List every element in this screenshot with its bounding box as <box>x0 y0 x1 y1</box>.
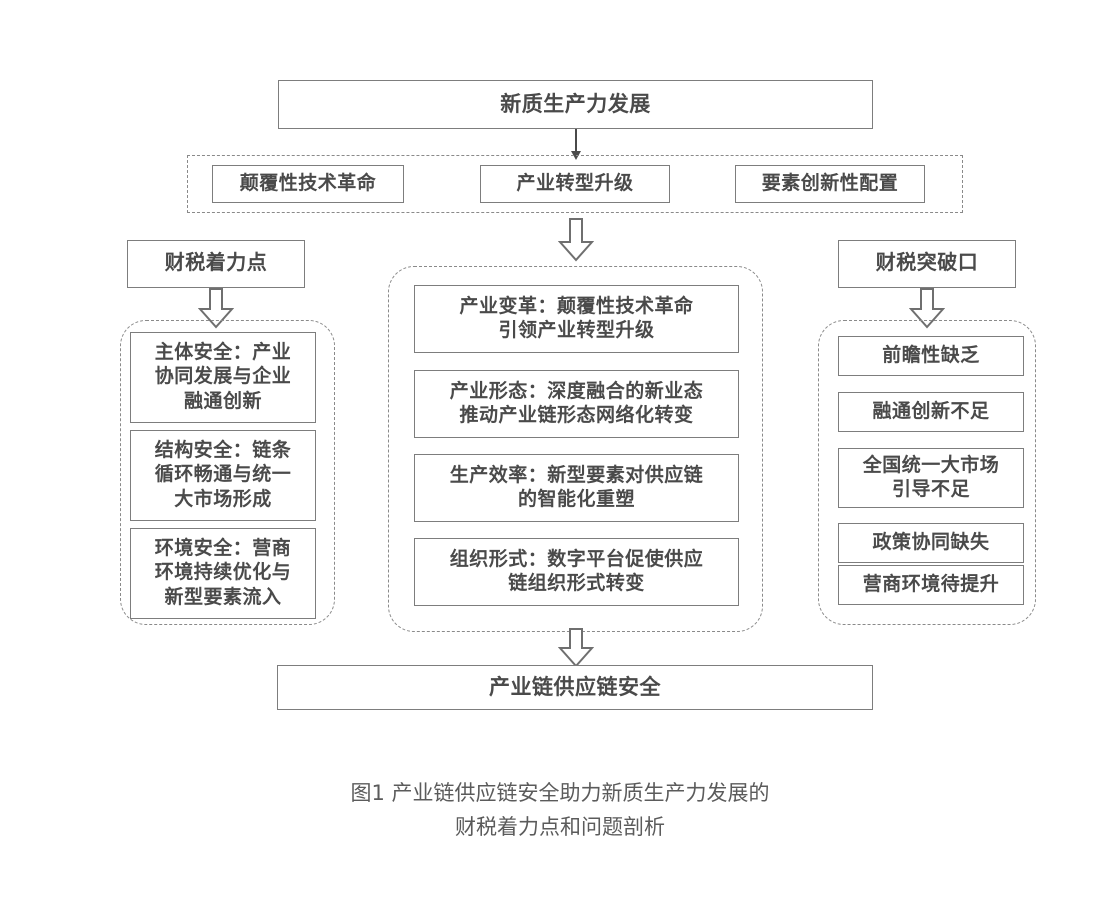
top-node-label: 新质生产力发展 <box>500 92 651 117</box>
right-item-box-2: 全国统一大市场 引导不足 <box>838 448 1024 508</box>
left-item-label-2: 环境安全：营商 环境持续优化与 新型要素流入 <box>154 538 292 608</box>
right-item-box-3: 政策协同缺失 <box>838 523 1024 563</box>
driver-label-1: 产业转型升级 <box>516 172 634 194</box>
arrow-drivers-to-center <box>558 218 594 262</box>
left-item-box-0: 主体安全：产业 协同发展与企业 融通创新 <box>130 332 316 423</box>
left-item-label-0: 主体安全：产业 协同发展与企业 融通创新 <box>154 342 292 412</box>
center-item-label-0: 产业变革：颠覆性技术革命 引领产业转型升级 <box>459 295 694 341</box>
left-item-box-1: 结构安全：链条 循环畅通与统一 大市场形成 <box>130 430 316 521</box>
driver-box-0: 颠覆性技术革命 <box>212 165 404 203</box>
center-item-box-1: 产业形态：深度融合的新业态 推动产业链形态网络化转变 <box>414 370 739 438</box>
arrow-left-header-to-items <box>198 288 234 329</box>
driver-box-1: 产业转型升级 <box>480 165 670 203</box>
arrow-center-to-bottom <box>558 628 594 668</box>
right-item-box-4: 营商环境待提升 <box>838 565 1024 605</box>
right-item-box-0: 前瞻性缺乏 <box>838 336 1024 376</box>
right-header-label: 财税突破口 <box>875 252 979 275</box>
center-item-box-3: 组织形式：数字平台促使供应 链组织形式转变 <box>414 538 739 606</box>
figure-caption-text: 图1 产业链供应链安全助力新质生产力发展的 财税着力点和问题剖析 <box>350 781 770 840</box>
center-item-label-2: 生产效率：新型要素对供应链 的智能化重塑 <box>449 464 704 510</box>
right-item-label-4: 营商环境待提升 <box>862 573 1000 595</box>
left-header-box: 财税着力点 <box>127 240 305 288</box>
center-item-box-0: 产业变革：颠覆性技术革命 引领产业转型升级 <box>414 285 739 353</box>
left-column-container <box>120 320 335 625</box>
left-header-label: 财税着力点 <box>164 252 268 275</box>
center-item-label-1: 产业形态：深度融合的新业态 推动产业链形态网络化转变 <box>449 380 704 426</box>
driver-box-2: 要素创新性配置 <box>735 165 925 203</box>
right-column-container <box>818 320 1036 625</box>
right-item-label-3: 政策协同缺失 <box>872 531 990 553</box>
drivers-group-container <box>187 155 963 213</box>
driver-label-2: 要素创新性配置 <box>761 172 899 194</box>
right-item-label-1: 融通创新不足 <box>872 400 990 422</box>
left-item-label-1: 结构安全：链条 循环畅通与统一 大市场形成 <box>154 440 292 510</box>
driver-label-0: 颠覆性技术革命 <box>239 172 377 194</box>
top-node-box: 新质生产力发展 <box>278 80 873 129</box>
right-item-box-1: 融通创新不足 <box>838 392 1024 432</box>
bottom-node-box: 产业链供应链安全 <box>277 665 873 710</box>
arrow-right-header-to-items <box>909 288 945 329</box>
right-item-label-0: 前瞻性缺乏 <box>882 344 980 366</box>
right-header-box: 财税突破口 <box>838 240 1016 288</box>
right-item-label-2: 全国统一大市场 引导不足 <box>862 454 1000 500</box>
figure-caption: 图1 产业链供应链安全助力新质生产力发展的 财税着力点和问题剖析 <box>230 742 890 844</box>
left-item-box-2: 环境安全：营商 环境持续优化与 新型要素流入 <box>130 528 316 619</box>
bottom-node-label: 产业链供应链安全 <box>489 675 661 700</box>
center-item-label-3: 组织形式：数字平台促使供应 链组织形式转变 <box>449 548 704 594</box>
center-item-box-2: 生产效率：新型要素对供应链 的智能化重塑 <box>414 454 739 522</box>
